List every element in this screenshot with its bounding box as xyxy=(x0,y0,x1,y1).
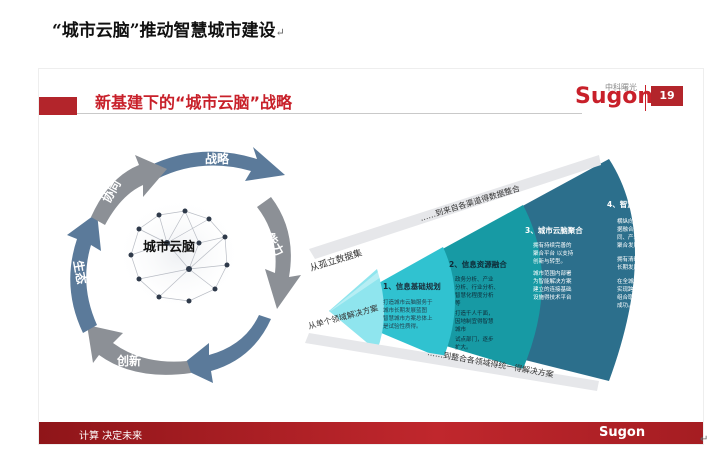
stage-2-line: 等 xyxy=(455,299,461,307)
stage-1-line: 是试验性质得。 xyxy=(383,322,422,330)
stage-2-line: 打造千人千面， xyxy=(455,309,494,317)
cycle-segment-open xyxy=(179,315,271,383)
stage-4-line: 组合取得重要性 xyxy=(617,293,656,301)
stage-2-line: 试点部门，逐步 xyxy=(455,335,494,343)
stage-1-band xyxy=(329,269,384,351)
stage-2-line: 扩大。 xyxy=(455,343,472,351)
stage-2-line: 因地制宜得智慧 xyxy=(455,317,494,325)
title-underline xyxy=(77,113,582,114)
stage-3-line: 城市范围内部署 xyxy=(533,269,572,277)
stage-1-line: 打造城市云脑服务于 xyxy=(383,298,433,306)
strategy-diagram: 战略 能力 开放 创新 生态 协同 城市云脑 xyxy=(67,147,664,391)
brain-network-graphic xyxy=(115,196,243,312)
stage-4-title: 4、智慧化+生态 xyxy=(607,199,664,209)
cycle-label-innovation: 创新 xyxy=(116,353,141,368)
stage-2-title: 2、信息资源融合 xyxy=(449,259,507,269)
stage-1-title: 1、信息基础规划 xyxy=(383,281,441,291)
cycle-ring xyxy=(67,147,301,383)
stage-4-line: 在全城市范围内 xyxy=(617,277,656,285)
stage-3-line: 拥有持续完善的 xyxy=(533,241,572,249)
title-accent-bar xyxy=(39,97,77,115)
page-number: 19 xyxy=(651,86,683,106)
stage-2-band xyxy=(329,247,455,359)
document-title: “城市云脑”推动智慧城市建设↵ xyxy=(52,16,285,41)
footer-logo: Sugon xyxy=(599,425,646,440)
stage-2-line: 智慧化程度分析 xyxy=(455,291,494,299)
logo-chinese: 中科曙光 xyxy=(605,83,637,92)
paragraph-mark: ↵ xyxy=(700,434,709,445)
stage-4-line: 聚合发展。 xyxy=(617,241,645,249)
stage-3-line: 设施得技术平台 xyxy=(533,293,572,301)
stage-3-line: 建立的连接基础 xyxy=(533,285,572,293)
stage-1-line: 智慧城市方案总体上 xyxy=(383,314,433,322)
stage-3-line: 创新与转型。 xyxy=(533,257,566,265)
footer-bar xyxy=(39,422,703,444)
stage-2-line: 政务分析、产业 xyxy=(455,275,494,283)
fan-diagram xyxy=(305,155,635,391)
stage-1-line: 城市长期发展蓝图 xyxy=(383,306,428,314)
cycle-segment-capability xyxy=(257,197,301,309)
stage-4-line: 据融合、业务协 xyxy=(617,225,656,233)
cycle-segment-synergy xyxy=(91,155,167,225)
stage-4-line: 成功。 xyxy=(617,301,634,309)
stage-4-line: 长期发展蓝图 xyxy=(617,263,651,271)
bottom-arrow xyxy=(305,333,599,391)
stage-2-line: 城市 xyxy=(455,325,467,333)
slide: 新基建下的“城市云脑”战略 中科曙光 Sugon 19 战略 能力 开放 创新 … xyxy=(38,68,704,445)
cycle-segment-ecology xyxy=(67,213,101,333)
paragraph-mark: ↵ xyxy=(275,26,285,39)
stage-3-title: 3、城市云脑聚合 xyxy=(525,225,583,235)
stage-4-line: 实现跨部门项目 xyxy=(617,285,656,293)
stage-4-line: 横纵向跨域，数 xyxy=(617,217,656,225)
stage-3-line: 为智能解决方案 xyxy=(533,277,572,285)
stage-2-line: 分析、行业分析、 xyxy=(455,283,499,291)
document-title-text: “城市云脑”推动智慧城市建设 xyxy=(52,21,276,41)
logo-sugon: Sugon xyxy=(575,84,654,109)
footer-slogan: 计算 决定未来 xyxy=(79,431,143,442)
cycle-label-ecology: 生态 xyxy=(71,259,90,285)
logo-divider xyxy=(645,85,646,111)
cycle-segment-strategy xyxy=(147,147,285,181)
stage-4-line: 同、产业协同、 xyxy=(617,233,656,241)
stage-3-line: 聚合平台 以支持 xyxy=(533,249,574,257)
cycle-segment-innovation xyxy=(87,325,191,375)
stage-4-line: 拥有清晰得城市 xyxy=(617,255,656,263)
brain-center-label: 城市云脑 xyxy=(143,239,195,255)
top-arrow xyxy=(309,155,601,259)
slide-title: 新基建下的“城市云脑”战略 xyxy=(95,93,293,112)
cycle-label-strategy: 战略 xyxy=(205,151,230,166)
